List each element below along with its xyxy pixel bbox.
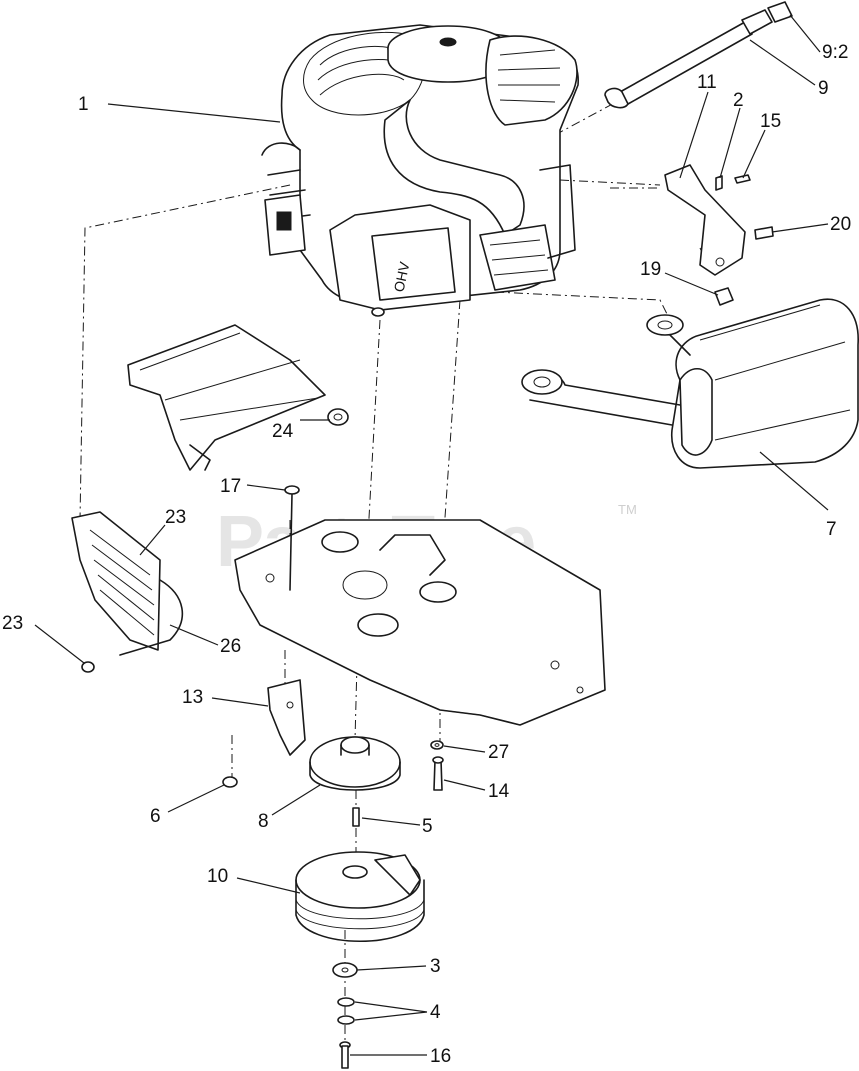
callout-27[interactable]: 27 [488, 742, 509, 763]
callout-13[interactable]: 13 [182, 687, 203, 708]
muffler[interactable] [521, 298, 859, 469]
engine-deck-plate[interactable] [234, 519, 606, 726]
callout-24[interactable]: 24 [272, 421, 294, 442]
callout-4[interactable]: 4 [430, 1002, 441, 1023]
callout-7[interactable]: 7 [826, 519, 837, 540]
callout-10[interactable]: 10 [207, 866, 228, 887]
callout-23-upper[interactable]: 23 [165, 507, 186, 528]
callout-17[interactable]: 17 [220, 476, 241, 497]
electric-clutch[interactable] [295, 851, 425, 943]
callout-3[interactable]: 3 [430, 956, 441, 977]
bolt-14[interactable] [432, 756, 444, 791]
hose-guard-assembly[interactable] [71, 511, 184, 673]
bolt-16[interactable] [339, 1041, 351, 1069]
callout-14[interactable]: 14 [488, 781, 510, 802]
callout-15[interactable]: 15 [760, 111, 781, 132]
engine-assembly[interactable]: OHV [261, 24, 579, 317]
key-5[interactable] [352, 807, 360, 827]
callout-26[interactable]: 26 [220, 636, 241, 657]
callout-19[interactable]: 19 [640, 259, 661, 280]
fuel-pipe[interactable] [604, 1, 793, 109]
callout-6[interactable]: 6 [150, 806, 161, 827]
washer-27[interactable] [430, 740, 444, 750]
callout-9[interactable]: 9 [818, 78, 829, 99]
watermark-trademark: TM [618, 502, 637, 517]
callout-labels: 1 9:2 9 11 2 15 20 19 7 24 17 23 23 26 1… [2, 42, 851, 1067]
ohv-badge-text: OHV [391, 260, 413, 294]
engine-shield[interactable] [127, 324, 349, 471]
callout-1[interactable]: 1 [78, 94, 89, 115]
bolt-17[interactable] [284, 485, 300, 591]
muffler-bracket[interactable] [664, 164, 774, 306]
leader-lines [34, 14, 829, 1056]
callout-8[interactable]: 8 [258, 811, 269, 832]
callout-20[interactable]: 20 [830, 214, 851, 235]
pulley[interactable] [309, 736, 401, 791]
bracket-13[interactable] [267, 679, 306, 756]
callout-2[interactable]: 2 [733, 90, 744, 111]
nut-6[interactable] [222, 776, 238, 788]
callout-23-lower[interactable]: 23 [2, 613, 23, 634]
callout-9-2[interactable]: 9:2 [822, 42, 848, 63]
washers-4[interactable] [337, 997, 355, 1025]
callout-11[interactable]: 11 [697, 72, 717, 93]
callout-16[interactable]: 16 [430, 1046, 451, 1067]
washer-3[interactable] [332, 962, 358, 978]
callout-5[interactable]: 5 [422, 816, 433, 837]
